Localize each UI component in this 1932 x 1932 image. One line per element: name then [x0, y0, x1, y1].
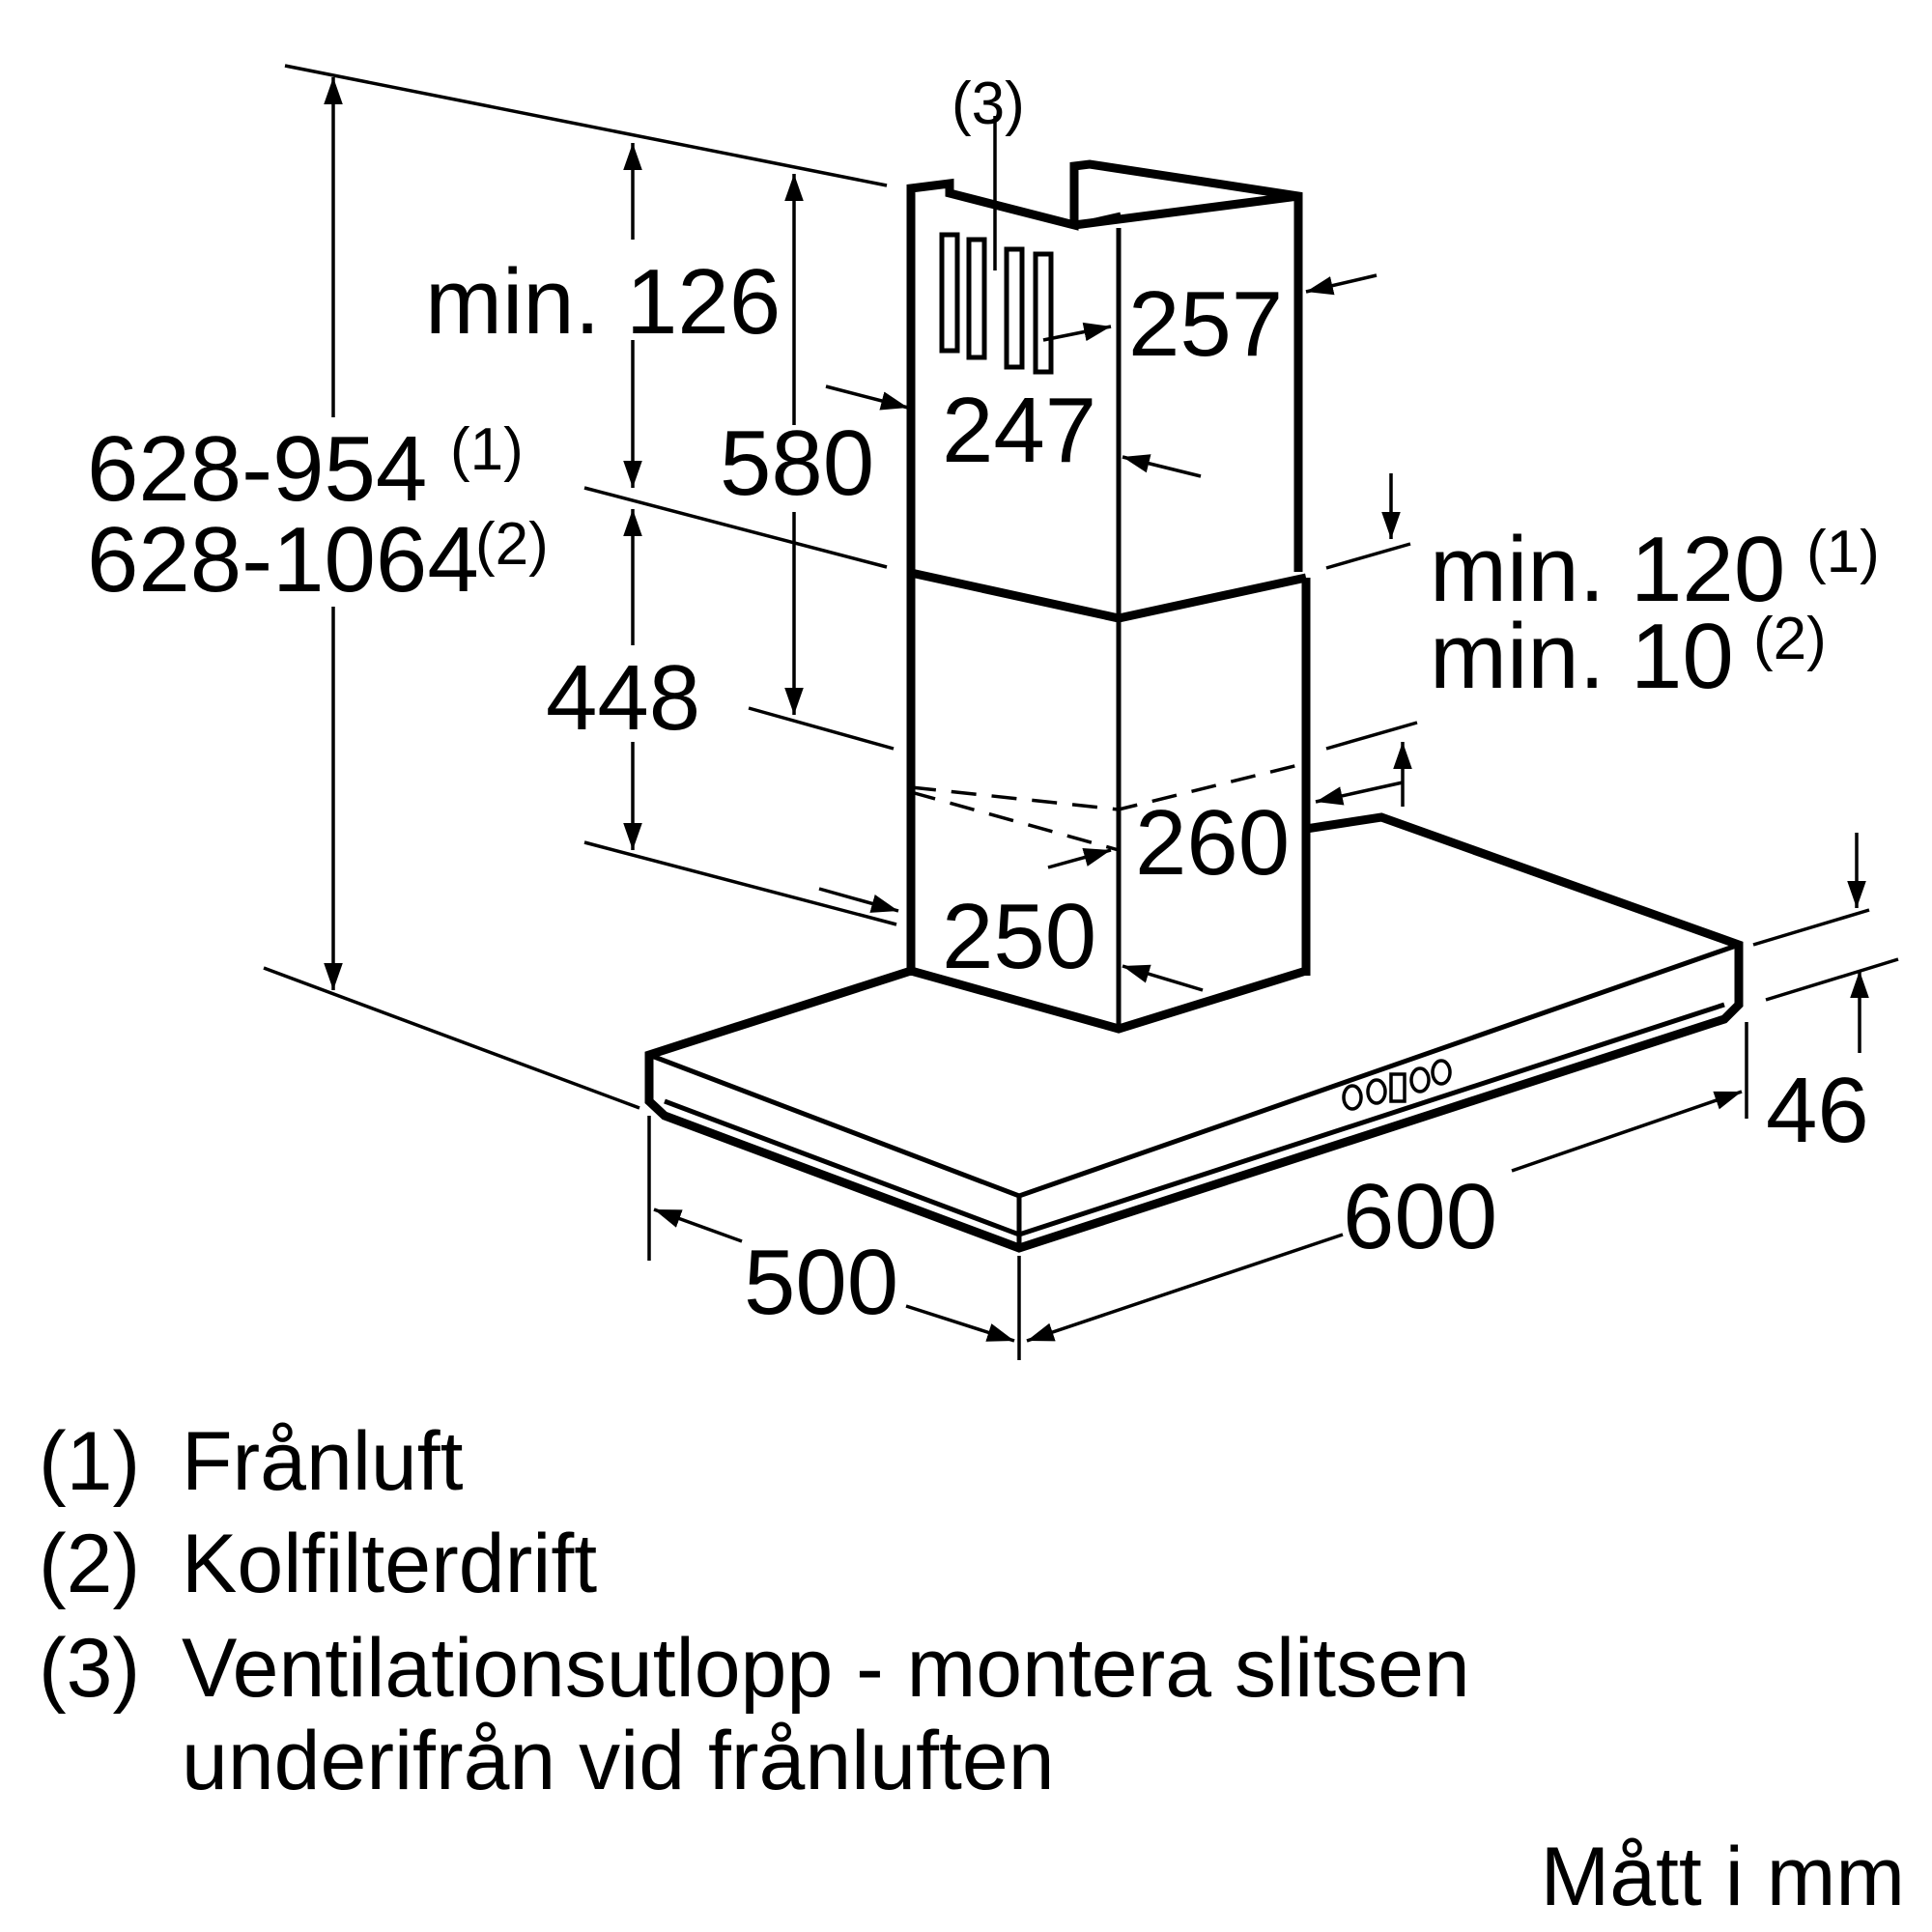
- dim-lower-width: 260: [1135, 791, 1290, 895]
- dim-note-2a: (2): [475, 511, 549, 578]
- dim-lower-depth: 250: [942, 885, 1096, 988]
- legend-item-3-text-line1: Ventilationsutlopp - montera slitsen: [182, 1622, 1470, 1715]
- vent-marker: (3): [952, 71, 1025, 137]
- dim-total-height-recirc: 628-1064: [87, 508, 479, 611]
- dim-note-1a: (1): [450, 416, 524, 483]
- dim-note-1b: (1): [1806, 519, 1880, 585]
- dim-gap-exhaust: min. 120: [1430, 518, 1785, 621]
- legend-item-1-number: (1): [39, 1415, 140, 1508]
- legend-item-2-text: Kolfilterdrift: [182, 1518, 597, 1610]
- dim-lower-chimney-height: 448: [546, 646, 700, 750]
- dim-hood-thickness: 46: [1766, 1059, 1869, 1162]
- dim-hood-depth: 500: [744, 1231, 898, 1334]
- dim-upper-width: 257: [1128, 272, 1283, 376]
- units-note: Mått i mm: [1541, 1831, 1905, 1923]
- extension-lines: [263, 64, 1899, 1360]
- dimension-lines: [324, 77, 1869, 1343]
- legend-item-2-number: (2): [39, 1518, 140, 1610]
- legend-item-3-text-line2: underifrån vid frånluften: [182, 1715, 1055, 1807]
- dim-upper-depth: 247: [942, 379, 1096, 482]
- legend: (1) Frånluft (2) Kolfilterdrift (3) Vent…: [39, 1415, 1470, 1807]
- lower-chimney: [906, 568, 1311, 976]
- dim-hood-width: 600: [1343, 1165, 1497, 1268]
- vent-slots-icon: [939, 116, 1054, 375]
- dim-note-2b: (2): [1753, 606, 1827, 672]
- legend-item-3-number: (3): [39, 1622, 140, 1715]
- dim-gap-recirc: min. 10: [1430, 605, 1734, 708]
- legend-item-1-text: Frånluft: [182, 1415, 464, 1508]
- dim-upper-chimney-height: 580: [720, 412, 874, 515]
- canopy: [644, 812, 1744, 1253]
- hood-outline: [644, 159, 1744, 1253]
- control-buttons-icon: [1342, 1059, 1452, 1111]
- dim-total-height-exhaust: 628-954: [87, 417, 427, 521]
- dim-upper-chimney-min: min. 126: [425, 250, 781, 354]
